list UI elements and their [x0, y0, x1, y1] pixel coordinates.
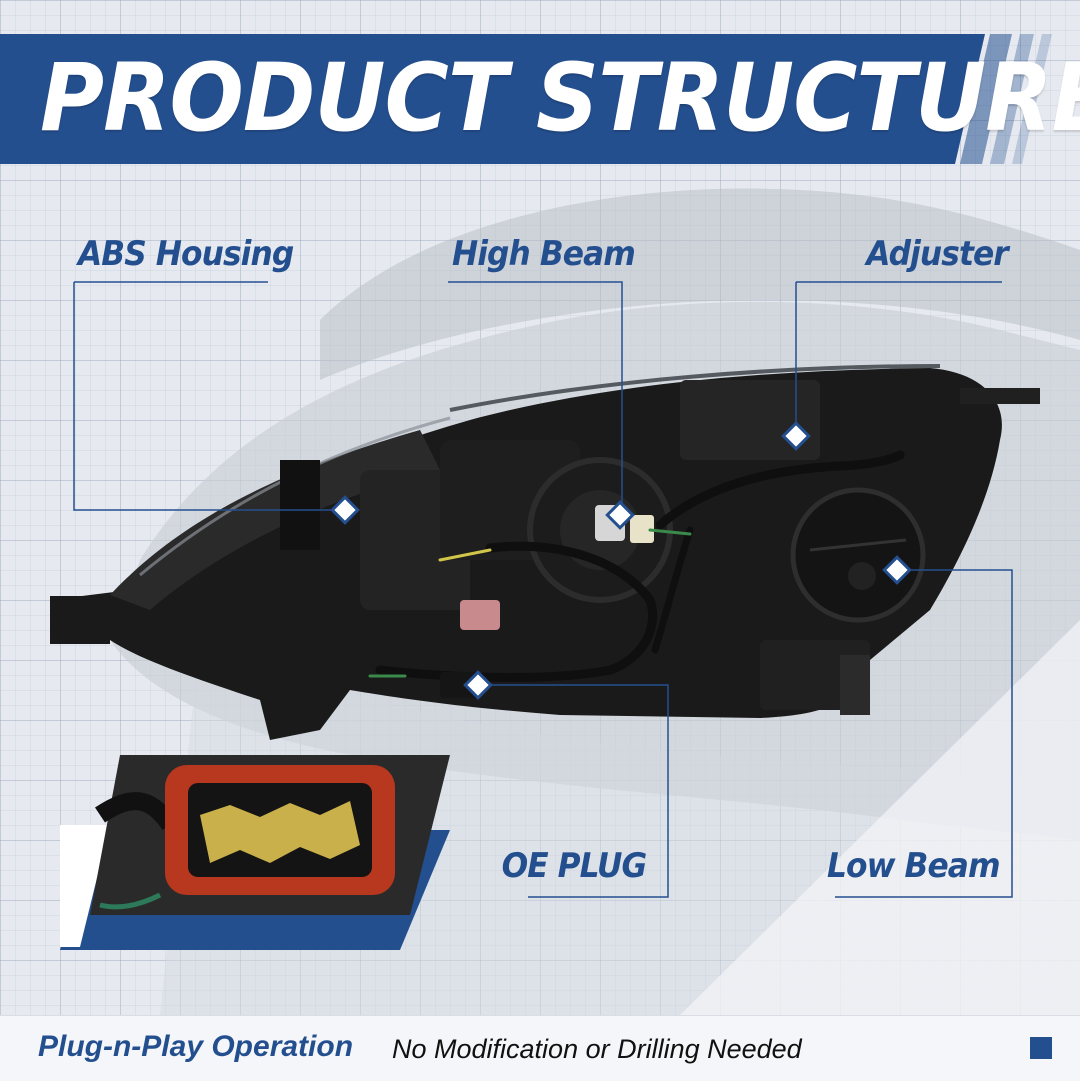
callout-high-beam: High Beam [452, 234, 636, 274]
product-diagram: PRODUCT STRUCTURE [0, 0, 1080, 1015]
footer-headline: Plug-n-Play Operation [38, 1030, 354, 1063]
callout-oe-plug: OE PLUG [501, 846, 647, 886]
footer-text: No Modification or Drilling Needed [392, 1034, 802, 1064]
oe-plug-closeup [60, 755, 450, 950]
callout-adjuster: Adjuster [866, 234, 1009, 274]
footer-square-icon [1030, 1037, 1052, 1059]
page-title: PRODUCT STRUCTURE [40, 44, 1080, 153]
footer-bar: Plug-n-Play Operation No Modification or… [0, 1015, 1080, 1081]
connector-pins [200, 801, 360, 863]
callout-abs-housing: ABS Housing [78, 234, 294, 274]
callout-low-beam: Low Beam [827, 846, 1001, 886]
title-banner [0, 34, 1052, 164]
